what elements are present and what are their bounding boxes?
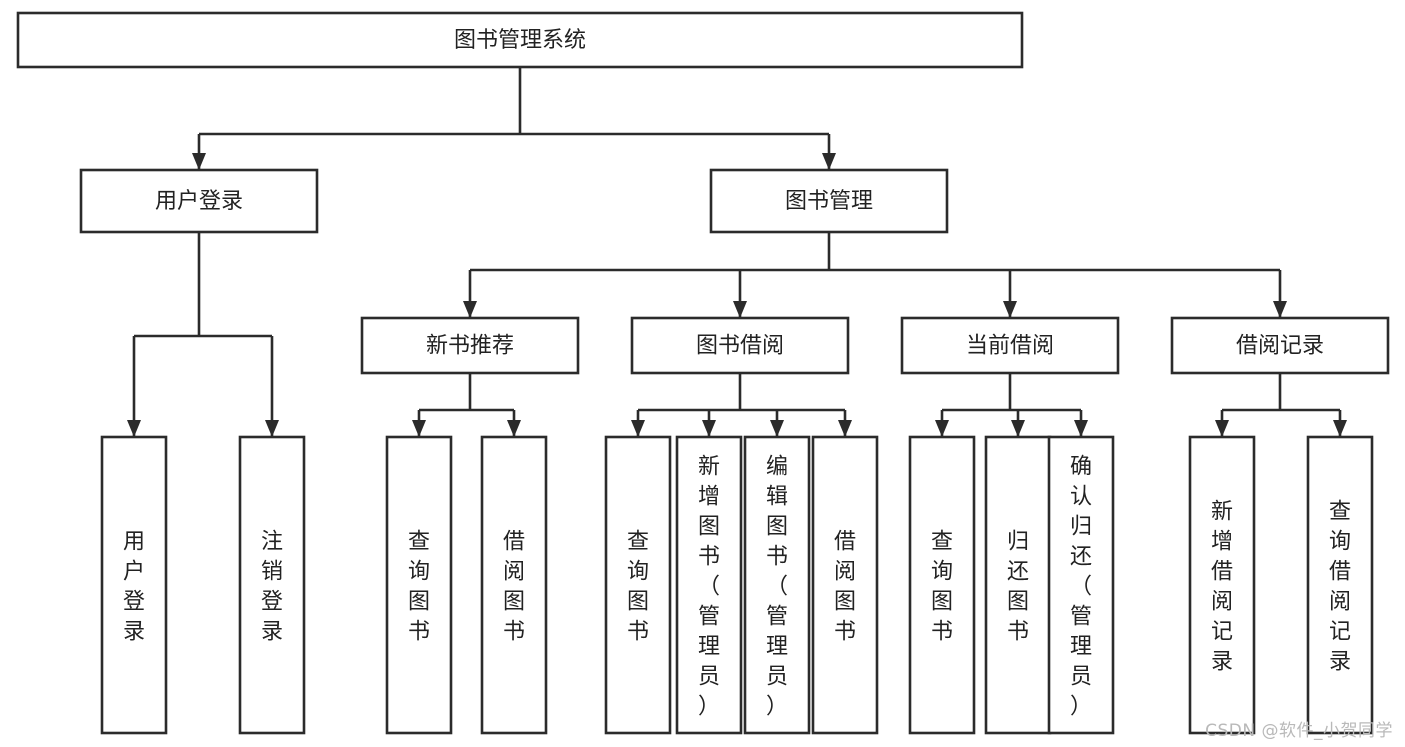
node-label-book-borrow: 图书借阅 — [696, 334, 784, 359]
node-box-leaf-edit-book — [743, 435, 811, 735]
node-label-leaf-borrow-book-recommend: 借阅图书 — [503, 529, 525, 644]
node-current-borrow[interactable]: 当前借阅 — [900, 316, 1120, 375]
node-label-leaf-add-book: 新增图书（管理员） — [698, 454, 720, 719]
node-label-leaf-add-borrow-record: 新增借阅记录 — [1211, 499, 1233, 674]
node-box-leaf-borrow-book — [811, 435, 879, 735]
node-box-root — [16, 11, 1024, 69]
node-leaf-user-logout[interactable]: 注销登录 — [238, 435, 306, 735]
node-box-leaf-query-borrow-record — [1306, 435, 1374, 735]
node-box-leaf-user-login — [100, 435, 168, 735]
connectors-layer — [127, 67, 1347, 437]
node-box-leaf-return-book — [984, 435, 1052, 735]
node-label-current-borrow: 当前借阅 — [966, 334, 1054, 359]
node-box-leaf-query-book-borrow — [604, 435, 672, 735]
node-leaf-add-borrow-record[interactable]: 新增借阅记录 — [1188, 435, 1256, 735]
node-label-leaf-confirm-return: 确认归还（管理员） — [1070, 454, 1092, 719]
node-box-new-book-recommend — [360, 316, 580, 375]
node-box-leaf-borrow-book-recommend — [480, 435, 548, 735]
node-box-book-manage — [709, 168, 949, 234]
node-label-new-book-recommend: 新书推荐 — [426, 334, 514, 359]
node-leaf-query-book-recommend[interactable]: 查询图书 — [385, 435, 453, 735]
node-leaf-query-borrow-record[interactable]: 查询借阅记录 — [1306, 435, 1374, 735]
node-box-leaf-query-book-current — [908, 435, 976, 735]
nodes-layer: 图书管理系统用户登录图书管理新书推荐图书借阅当前借阅借阅记录用户登录注销登录查询… — [16, 11, 1390, 735]
node-box-leaf-add-borrow-record — [1188, 435, 1256, 735]
node-leaf-add-book[interactable]: 新增图书（管理员） — [675, 435, 743, 735]
node-leaf-borrow-book[interactable]: 借阅图书 — [811, 435, 879, 735]
node-leaf-borrow-book-recommend[interactable]: 借阅图书 — [480, 435, 548, 735]
node-label-leaf-borrow-book: 借阅图书 — [834, 529, 856, 644]
node-leaf-user-login[interactable]: 用户登录 — [100, 435, 168, 735]
node-label-user-login: 用户登录 — [155, 189, 243, 214]
node-leaf-edit-book[interactable]: 编辑图书（管理员） — [743, 435, 811, 735]
node-leaf-query-book-current[interactable]: 查询图书 — [908, 435, 976, 735]
node-box-user-login — [79, 168, 319, 234]
node-label-root: 图书管理系统 — [454, 28, 586, 53]
node-box-book-borrow — [630, 316, 850, 375]
node-book-manage[interactable]: 图书管理 — [709, 168, 949, 234]
node-box-leaf-confirm-return — [1047, 435, 1115, 735]
node-box-borrow-record — [1170, 316, 1390, 375]
node-label-leaf-user-logout: 注销登录 — [261, 529, 283, 644]
node-box-current-borrow — [900, 316, 1120, 375]
node-label-leaf-user-login: 用户登录 — [123, 529, 145, 644]
node-user-login[interactable]: 用户登录 — [79, 168, 319, 234]
node-root[interactable]: 图书管理系统 — [16, 11, 1024, 69]
node-label-borrow-record: 借阅记录 — [1236, 334, 1324, 359]
node-label-leaf-return-book: 归还图书 — [1007, 529, 1029, 644]
node-leaf-return-book[interactable]: 归还图书 — [984, 435, 1052, 735]
node-leaf-query-book-borrow[interactable]: 查询图书 — [604, 435, 672, 735]
node-borrow-record[interactable]: 借阅记录 — [1170, 316, 1390, 375]
node-label-leaf-query-book-recommend: 查询图书 — [408, 529, 430, 644]
node-leaf-confirm-return[interactable]: 确认归还（管理员） — [1047, 435, 1115, 735]
node-label-leaf-query-book-current: 查询图书 — [931, 529, 953, 644]
node-label-leaf-query-borrow-record: 查询借阅记录 — [1329, 499, 1351, 674]
node-label-leaf-edit-book: 编辑图书（管理员） — [766, 454, 788, 719]
node-box-leaf-user-logout — [238, 435, 306, 735]
node-book-borrow[interactable]: 图书借阅 — [630, 316, 850, 375]
node-box-leaf-add-book — [675, 435, 743, 735]
node-box-leaf-query-book-recommend — [385, 435, 453, 735]
node-new-book-recommend[interactable]: 新书推荐 — [360, 316, 580, 375]
node-label-book-manage: 图书管理 — [785, 189, 873, 214]
node-label-leaf-query-book-borrow: 查询图书 — [627, 529, 649, 644]
